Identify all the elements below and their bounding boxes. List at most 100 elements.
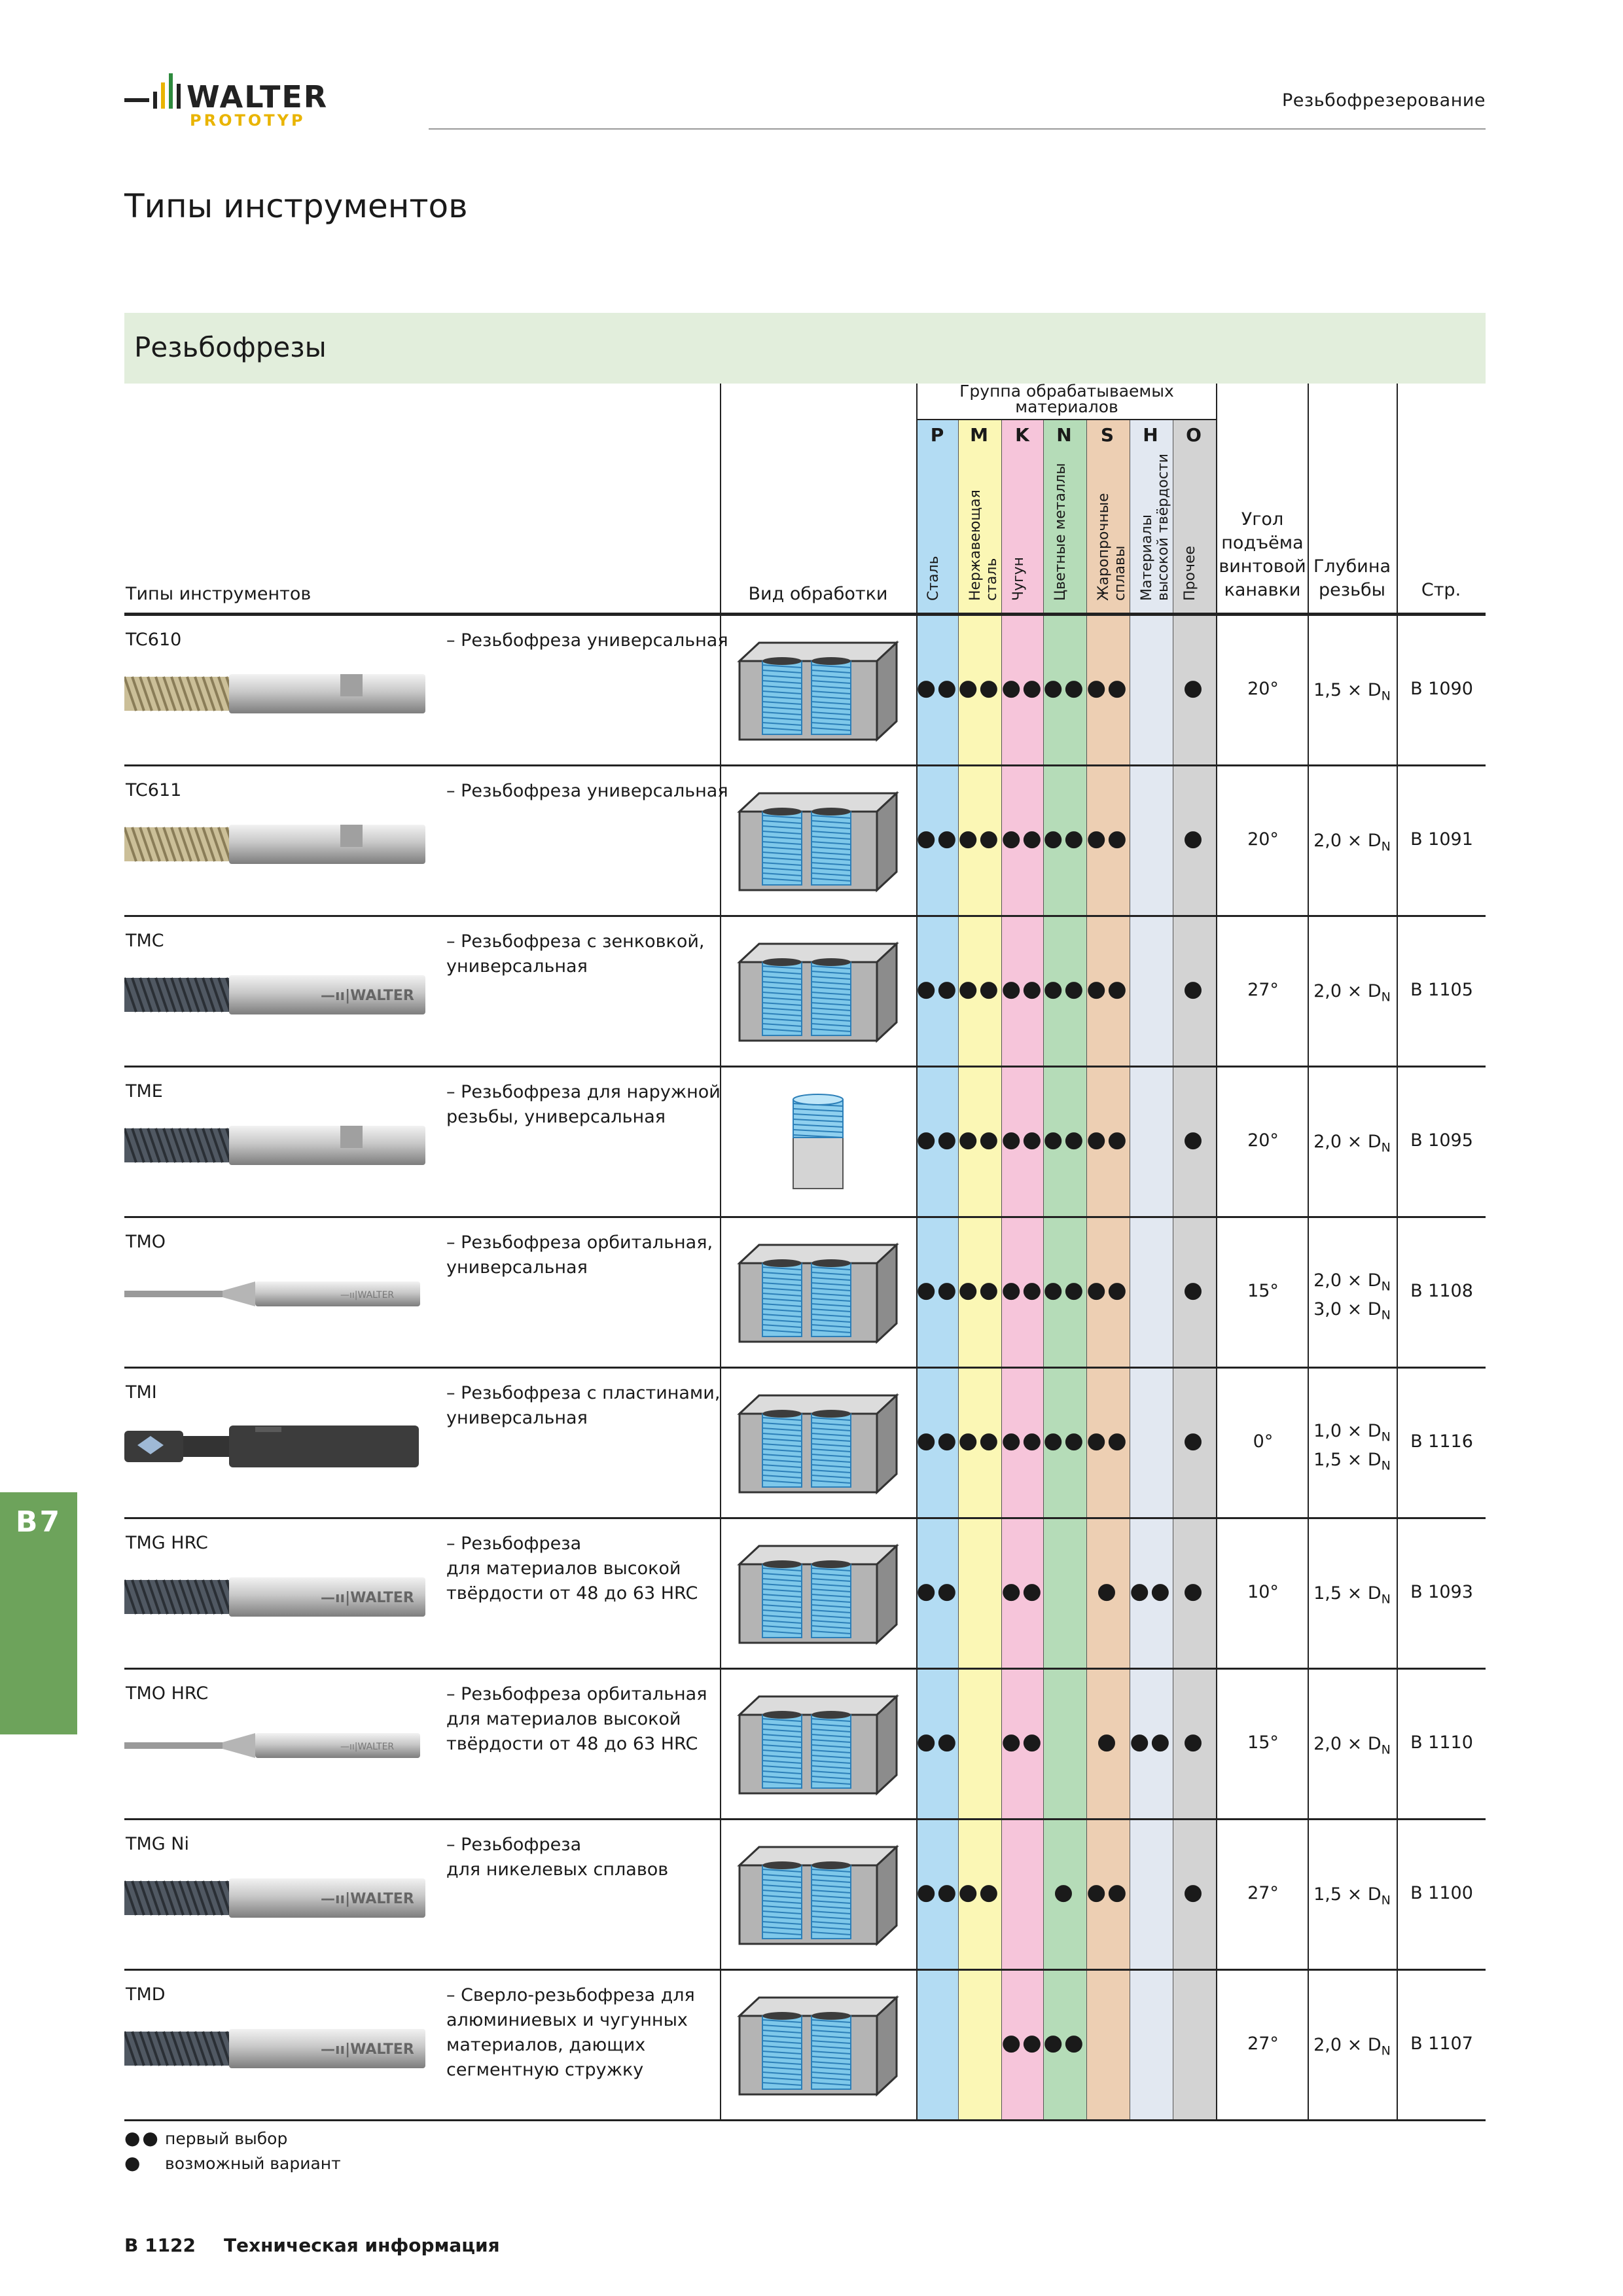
catalog-page-ref: B 1116 [1410, 1431, 1473, 1452]
section-band [124, 313, 1486, 384]
rating-o: ● [1183, 1578, 1204, 1604]
thread-depth-line: 2,0 × DN [1308, 829, 1397, 858]
tool-image: —ıı|WALTER [124, 1282, 420, 1306]
rating-p: ●● [916, 1427, 958, 1454]
tool-image [124, 1126, 425, 1165]
material-column-s [1086, 419, 1130, 2121]
material-name-n: Цветные металлы [1052, 463, 1069, 601]
table-row: TMG Ni– Резьбофреза для никелевых сплаво… [0, 1820, 1623, 1970]
thread-depth-value: 3,0 × D [1313, 1299, 1382, 1320]
catalog-page-ref: B 1093 [1410, 1582, 1473, 1602]
legend-item: ●возможный вариант [124, 2152, 341, 2174]
material-letter-s: S [1100, 424, 1115, 446]
thread-depth-subscript: N [1381, 839, 1391, 854]
material-name-s: Жаропрочные сплавы [1096, 493, 1128, 601]
catalog-page-ref: B 1107 [1410, 2034, 1473, 2054]
rating-n: ●● [1043, 1427, 1085, 1454]
table-row: TMO– Резьбофреза орбитальная, универсаль… [0, 1217, 1623, 1368]
table-row: TMD– Сверло-резьбофреза для алюминиевых … [0, 1970, 1623, 2121]
thread-depth-line: 2,0 × DN [1308, 1130, 1397, 1159]
rating-s: ●● [1086, 825, 1128, 852]
chapter-tab-label: B7 [15, 1505, 62, 1539]
col-header-material-group: Группа обрабатываемых материалов [959, 382, 1174, 416]
table-row-divider [124, 1969, 1486, 1971]
tool-description: – Резьбофреза орбитальная, универсальная [446, 1232, 713, 1278]
rating-p: ●● [916, 1277, 958, 1303]
tool-name: TC610 [126, 630, 182, 650]
material-column-p [916, 419, 958, 2121]
rating-h: ●● [1130, 1578, 1171, 1604]
footer-page-number: B 1122 [124, 2234, 196, 2256]
svg-text:—ıı|WALTER: —ıı|WALTER [321, 988, 414, 1004]
thread-depth: 2,0 × DN [1308, 1732, 1397, 1761]
svg-text:PROTOTYP: PROTOTYP [190, 111, 306, 130]
table-vline [958, 419, 959, 2121]
material-column-h [1130, 419, 1173, 2121]
walter-prototyp-logo: WALTER PROTOTYP [124, 73, 327, 130]
header-divider [429, 128, 1486, 130]
svg-text:—ıı|WALTER: —ıı|WALTER [340, 1742, 394, 1752]
rating-n: ●● [1043, 2030, 1085, 2056]
thread-depth-subscript: N [1381, 1279, 1391, 1294]
rating-k: ●● [1001, 1277, 1043, 1303]
table-row-divider [124, 1066, 1486, 1067]
internal-thread-illustration [737, 1393, 899, 1495]
tool-description: – Сверло-резьбофреза для алюминиевых и ч… [446, 1985, 695, 2080]
tool-image: —ıı|WALTER [124, 975, 425, 1014]
rating-o: ● [1183, 675, 1204, 701]
rating-s: ● [1097, 1578, 1118, 1604]
section-title: Резьбофрезы [134, 331, 327, 363]
rating-o: ● [1183, 1879, 1204, 1905]
thread-depth-line: 2,0 × DN [1308, 980, 1397, 1009]
col-header-page: Стр. [1421, 580, 1461, 600]
tool-description: – Резьбофреза для наружной резьбы, униве… [446, 1082, 721, 1127]
legend-item: ●●первый выбор [124, 2127, 287, 2149]
table-row-divider [124, 1517, 1486, 1519]
tool-description: – Резьбофреза орбитальная для материалов… [446, 1684, 707, 1754]
helix-angle: 15° [1247, 1732, 1279, 1753]
tool-description: – Резьбофреза универсальная [446, 781, 728, 801]
internal-thread-illustration [737, 1844, 899, 1946]
table-vline [916, 384, 918, 2121]
rating-o: ● [1183, 976, 1204, 1002]
helix-angle: 15° [1247, 1281, 1279, 1301]
thread-depth-value: 2,0 × D [1313, 2035, 1382, 2055]
rating-k: ●● [1001, 675, 1043, 701]
rating-p: ●● [916, 1126, 958, 1153]
internal-thread-illustration [737, 1995, 899, 2097]
table-vline [1086, 419, 1087, 2121]
rating-o: ● [1183, 1277, 1204, 1303]
catalog-page-ref: B 1100 [1410, 1883, 1473, 1903]
rating-m: ●● [958, 1126, 1000, 1153]
rating-p: ●● [916, 1879, 958, 1905]
thread-depth-line: 1,0 × DN [1308, 1420, 1397, 1448]
rating-s: ● [1097, 1729, 1118, 1755]
table-row: TME – Резьбофреза для наружной резьбы, ун… [0, 1067, 1623, 1217]
legend-symbol: ● [124, 2152, 143, 2174]
material-column-o [1173, 419, 1216, 2121]
helix-angle: 20° [1247, 829, 1279, 850]
tool-name: TC611 [126, 780, 182, 800]
table-row-divider [124, 1367, 1486, 1369]
tool-image [124, 674, 425, 713]
rating-p: ●● [916, 976, 958, 1002]
tool-name: TMC [126, 931, 164, 951]
rating-s: ●● [1086, 976, 1128, 1002]
rating-n: ●● [1043, 1126, 1085, 1153]
legend-symbol: ●● [124, 2127, 160, 2149]
thread-depth-line: 1,5 × DN [1308, 1448, 1397, 1477]
tool-image: —ıı|WALTER [124, 2029, 425, 2068]
tool-description: – Резьбофреза для материалов высокой твё… [446, 1534, 698, 1604]
svg-text:—ıı|WALTER: —ıı|WALTER [321, 1891, 414, 1907]
rating-k: ●● [1001, 825, 1043, 852]
rating-k: ●● [1001, 1126, 1043, 1153]
table-row: TMO HRC– Резьбофреза орбитальная для мат… [0, 1669, 1623, 1820]
rating-s: ●● [1086, 675, 1128, 701]
rating-p: ●● [916, 675, 958, 701]
catalog-page-ref: B 1090 [1410, 679, 1473, 699]
material-letter-o: O [1186, 424, 1202, 446]
tool-image [124, 1426, 419, 1467]
tool-name: TME [126, 1081, 163, 1102]
thread-depth: 1,5 × DN [1308, 1883, 1397, 1912]
